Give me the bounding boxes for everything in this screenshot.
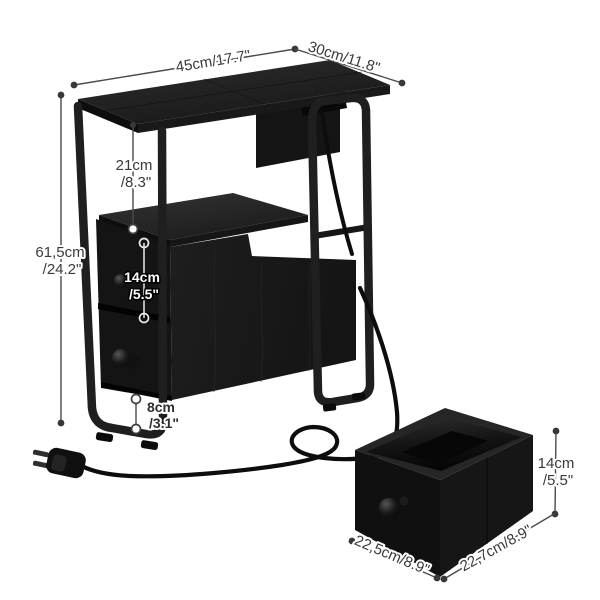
dim-overall-height: 61,5cm /24.2" xyxy=(33,91,87,427)
dim-label: 45cm/17.7" xyxy=(175,47,252,76)
left-frame xyxy=(73,101,168,450)
dim-endpoint-dot xyxy=(57,419,65,427)
dim-endpoint-dot xyxy=(433,574,441,582)
right-frame xyxy=(307,93,375,412)
dim-label-imperial: /8.3" xyxy=(121,174,151,191)
box-interior-floor xyxy=(402,431,488,464)
wood-grain-line xyxy=(308,262,311,372)
plug-prong xyxy=(32,449,49,458)
dim-label-metric: 14cm xyxy=(124,269,160,285)
dim-box-height: 14cm /5.5" xyxy=(536,427,576,518)
dim-endpoint-dot xyxy=(440,575,448,583)
dim-endpoint-dot xyxy=(552,427,560,435)
dim-endpoint-dot xyxy=(551,510,559,518)
dim-label-imperial: /5.5" xyxy=(543,472,573,489)
box-front-face xyxy=(355,450,440,577)
dim-bottom-clearance: 8cm /3.1" xyxy=(130,393,181,435)
frame-foot xyxy=(351,392,366,401)
wood-grain-line xyxy=(213,249,216,393)
dim-endpoint-dot xyxy=(70,81,78,89)
drawer-gap xyxy=(98,303,170,323)
dim-line xyxy=(294,48,403,84)
frame-foot xyxy=(322,403,337,412)
dim-label-metric: 21cm xyxy=(116,157,153,174)
dim-endpoint-dot xyxy=(398,79,406,87)
dim-drawer-height: 14cm /5.5" xyxy=(123,237,161,324)
side-table xyxy=(32,60,400,479)
frame-foot xyxy=(95,432,114,442)
dim-line xyxy=(351,540,438,579)
table-top-edge-left xyxy=(78,99,138,133)
dim-label-imperial: /3.1" xyxy=(149,415,179,431)
dim-label-metric: 14cm xyxy=(538,455,575,472)
drawer-unit xyxy=(96,219,172,401)
dim-endpoint-dot xyxy=(57,91,65,99)
dim-label-imperial: /24.2" xyxy=(43,261,82,278)
right-frame-tube xyxy=(307,93,375,407)
power-cord xyxy=(79,285,400,479)
dim-label-imperial: /5.5" xyxy=(129,286,159,302)
table-top-seam-2 xyxy=(203,78,265,105)
wood-grain-line xyxy=(260,261,263,383)
dim-line xyxy=(554,430,557,515)
drawer-knob-top xyxy=(114,274,128,288)
dim-label-metric: 61,5cm xyxy=(35,244,84,261)
dim-line xyxy=(73,48,296,86)
shelf-floor-edge-right xyxy=(170,215,308,247)
drawer-knob-bottom xyxy=(112,349,130,367)
box-knob-shadow xyxy=(399,496,409,506)
box-knob xyxy=(379,498,399,518)
dim-endpoint-dot xyxy=(130,122,136,128)
table-top-seam xyxy=(102,71,363,112)
side-panel-board xyxy=(170,234,356,400)
power-cord-upper xyxy=(320,110,354,256)
left-frame-tube xyxy=(73,101,168,439)
frame-crossbar xyxy=(311,224,372,239)
frame-foot xyxy=(140,440,159,450)
side-panel xyxy=(170,234,356,400)
plug-prong xyxy=(32,460,49,469)
drawer-unit-bottom-edge xyxy=(101,382,172,401)
dim-open-shelf-height: 21cm /8.3" xyxy=(114,122,154,235)
dim-endpoint-ring xyxy=(130,423,142,435)
plug-face xyxy=(51,454,67,472)
back-panel xyxy=(256,99,340,168)
table-top-surface xyxy=(78,60,390,124)
dim-endpoint-ring xyxy=(127,223,139,235)
power-cord-assembly xyxy=(32,110,400,479)
storage-drawer-box xyxy=(355,408,533,577)
dim-endpoint-ring xyxy=(130,393,142,405)
dim-endpoint-ring xyxy=(138,237,150,249)
dim-line xyxy=(443,513,555,580)
dim-endpoint-ring xyxy=(138,312,150,324)
shelf-floor xyxy=(99,193,308,240)
dim-endpoint-dot xyxy=(348,537,356,545)
dim-label-metric: 8cm xyxy=(147,399,175,415)
power-plug xyxy=(32,447,86,479)
